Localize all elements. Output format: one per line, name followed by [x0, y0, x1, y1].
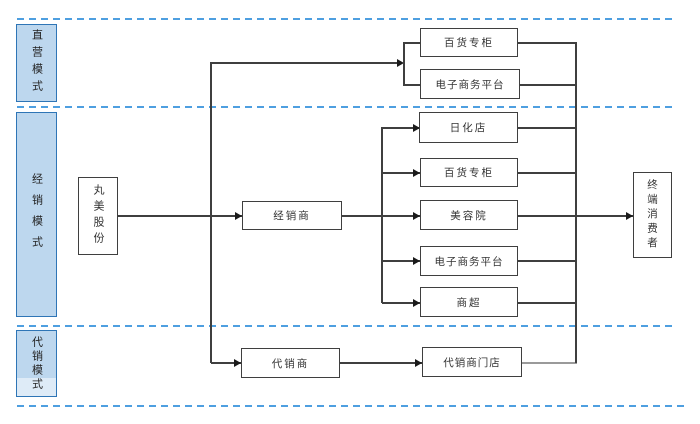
arrow-right-icon [415, 359, 422, 367]
edge-dist1-collector [518, 127, 577, 129]
edge-dist5-collector [518, 302, 577, 304]
node-direct-channel-2: 电子商务平台 [420, 69, 520, 99]
node-direct-channel-1: 百货专柜 [420, 28, 518, 57]
edge-to-dist-channel-4 [382, 260, 420, 262]
section-divider-3 [17, 325, 675, 327]
edge-to-direct-channel-2 [403, 84, 420, 86]
edge-to-dist-channel-2 [382, 172, 420, 174]
arrow-right-icon [413, 299, 420, 307]
section-label-distribution: 经销模式 [16, 112, 57, 317]
edge-direct1-collector [518, 42, 577, 44]
edge-company-agent [211, 362, 241, 364]
edge-to-direct-channel-1 [403, 42, 420, 44]
edge-to-dist-channel-1 [382, 127, 420, 129]
edge-company-branch [210, 62, 212, 363]
node-dist-channel-2: 百货专柜 [420, 158, 518, 187]
node-dist-channel-3: 美容院 [420, 200, 518, 230]
section-label-consignment: 代销模式 [16, 330, 57, 397]
arrow-right-icon [235, 212, 242, 220]
edge-direct2-collector [520, 84, 577, 86]
edge-distributor-branch [381, 127, 383, 303]
arrow-right-icon [413, 124, 420, 132]
section-label-direct: 直营模式 [16, 24, 57, 102]
edge-store-collector [522, 362, 577, 364]
edge-company-distributor [118, 215, 242, 217]
node-company: 丸美股份 [78, 177, 118, 255]
arrow-right-icon [413, 169, 420, 177]
arrow-right-icon [413, 257, 420, 265]
edge-to-dist-channel-5 [382, 302, 420, 304]
node-dist-channel-4: 电子商务平台 [420, 246, 518, 276]
edge-dist4-collector [518, 260, 577, 262]
section-divider-bottom [17, 405, 689, 407]
section-divider-2 [17, 106, 675, 108]
node-consumer: 终端消费者 [633, 172, 672, 258]
edge-collector [575, 42, 577, 363]
section-divider-top [17, 18, 675, 20]
node-distributor: 经销商 [242, 201, 342, 230]
arrow-right-icon [397, 59, 404, 67]
edge-direct-split [403, 42, 405, 86]
edge-agent-store [340, 362, 422, 364]
node-dist-channel-5: 商超 [420, 287, 518, 317]
node-dist-channel-1: 日化店 [419, 112, 518, 143]
edge-collector-consumer [518, 215, 633, 217]
arrow-right-icon [626, 212, 633, 220]
arrow-right-icon [234, 359, 241, 367]
node-agent-store: 代销商门店 [422, 347, 522, 377]
arrow-right-icon [413, 212, 420, 220]
edge-dist2-collector [518, 172, 577, 174]
node-agent: 代销商 [241, 348, 340, 378]
edge-company-direct [211, 62, 398, 64]
